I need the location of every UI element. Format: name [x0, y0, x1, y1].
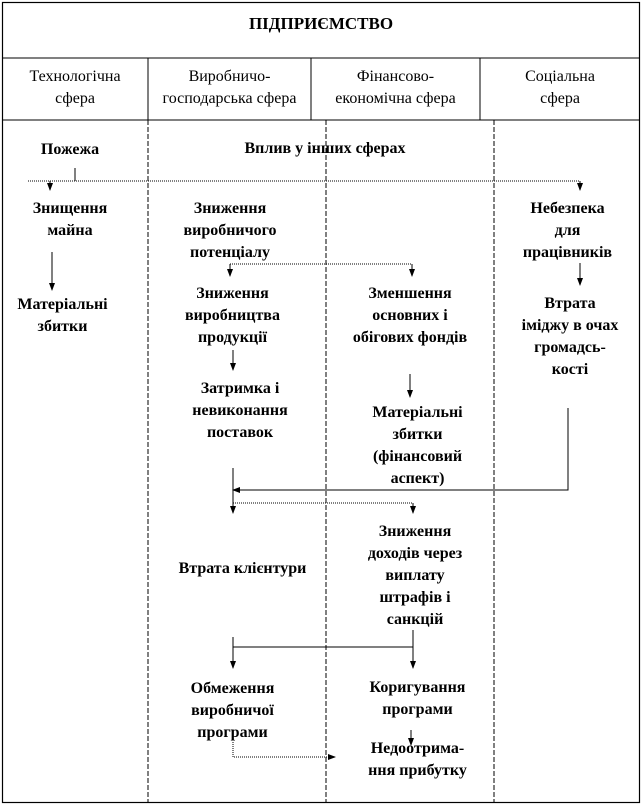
- node-line: (фінансовий: [372, 448, 463, 465]
- node-line: Небезпека: [530, 200, 605, 217]
- node-line: виробництва: [185, 307, 280, 324]
- node-line: програми: [382, 701, 453, 718]
- node-line: ння прибутку: [368, 762, 467, 779]
- header-financial: Фінансово- економічна сфера: [311, 66, 480, 110]
- node-delay: Затримка і невиконання поставок: [170, 378, 310, 444]
- node-line: основних і: [372, 307, 448, 324]
- node-line: Матеріальні: [372, 404, 463, 421]
- node-program-limit: Обмеження виробничої програми: [165, 678, 300, 744]
- node-image-loss: Втрата іміджу в очах громадсь- кості: [500, 293, 640, 381]
- node-line: збитки: [37, 318, 88, 335]
- node-fire: Пожежа: [40, 141, 100, 158]
- node-potential-decrease: Зниження виробничого потенціалу: [160, 198, 300, 264]
- node-line: іміджу в очах: [521, 317, 619, 334]
- node-line: аспект): [390, 470, 445, 487]
- node-line: Знищення: [32, 200, 108, 217]
- node-line: продукції: [197, 329, 268, 346]
- node-danger: Небезпека для працівників: [500, 198, 635, 264]
- node-line: санкцій: [386, 611, 444, 628]
- header-social: Соціальна сфера: [480, 66, 640, 110]
- node-line: програми: [197, 724, 268, 741]
- header-line: сфера: [540, 90, 580, 107]
- node-line: виробничої: [191, 702, 274, 719]
- node-line: обігових фондів: [352, 329, 468, 346]
- header-line: сфера: [55, 90, 95, 107]
- header-line: Фінансово-: [356, 68, 435, 85]
- node-line: майна: [47, 222, 93, 239]
- node-line: Зниження: [196, 285, 269, 302]
- node-material-losses: Матеріальні збитки: [0, 294, 125, 338]
- node-line: Зниження: [193, 200, 267, 217]
- diagram-title: ПІДПРИЄМСТВО: [248, 14, 394, 33]
- node-line: Втрата: [544, 295, 596, 312]
- node-line: Коригування: [369, 679, 466, 696]
- node-line: для: [554, 222, 581, 239]
- limit-to-shortfall-line: [232, 742, 336, 760]
- node-line: доходів через: [367, 545, 463, 562]
- node-client-loss: Втрата клієнтури: [178, 560, 307, 577]
- node-destruction: Знищення майна: [5, 198, 135, 242]
- node-material-fin: Матеріальні збитки (фінансовий аспект): [345, 402, 490, 490]
- node-line: Зниження: [378, 523, 452, 540]
- header-line: Технологічна: [29, 68, 121, 85]
- node-line: потенціалу: [190, 244, 270, 261]
- node-line: Обмеження: [190, 680, 275, 697]
- node-line: невиконання: [192, 402, 288, 419]
- social-return-line: [232, 408, 569, 493]
- header-line: господарська сфера: [162, 90, 297, 107]
- node-influence: Вплив у інших сферах: [244, 140, 406, 157]
- node-line: Зменшення: [368, 285, 452, 302]
- node-profit-shortfall: Недоотрима- ння прибутку: [345, 738, 490, 782]
- node-funds-decrease: Зменшення основних і обігових фондів: [330, 283, 490, 349]
- header-line: економічна сфера: [335, 90, 456, 107]
- node-line: кості: [551, 361, 589, 378]
- node-line: Затримка і: [200, 380, 280, 397]
- node-line: виплату: [385, 567, 445, 584]
- node-line: збитки: [392, 426, 443, 443]
- header-line: Соціальна: [525, 68, 595, 85]
- node-line: штрафів і: [379, 589, 451, 606]
- node-program-correction: Коригування програми: [345, 677, 490, 721]
- node-line: виробничого: [183, 222, 277, 239]
- node-line: Недоотрима-: [370, 740, 465, 757]
- header-technological: Технологічна сфера: [2, 66, 148, 110]
- node-line: громадсь-: [534, 339, 606, 356]
- node-line: працівників: [522, 244, 613, 261]
- node-line: поставок: [206, 424, 274, 441]
- header-line: Виробничо-: [188, 68, 271, 85]
- node-production-decrease: Зниження виробництва продукції: [165, 283, 300, 349]
- node-line: Матеріальні: [17, 296, 108, 313]
- header-production: Виробничо- господарська сфера: [148, 66, 311, 110]
- node-income-decrease: Зниження доходів через виплату штрафів і…: [340, 521, 490, 631]
